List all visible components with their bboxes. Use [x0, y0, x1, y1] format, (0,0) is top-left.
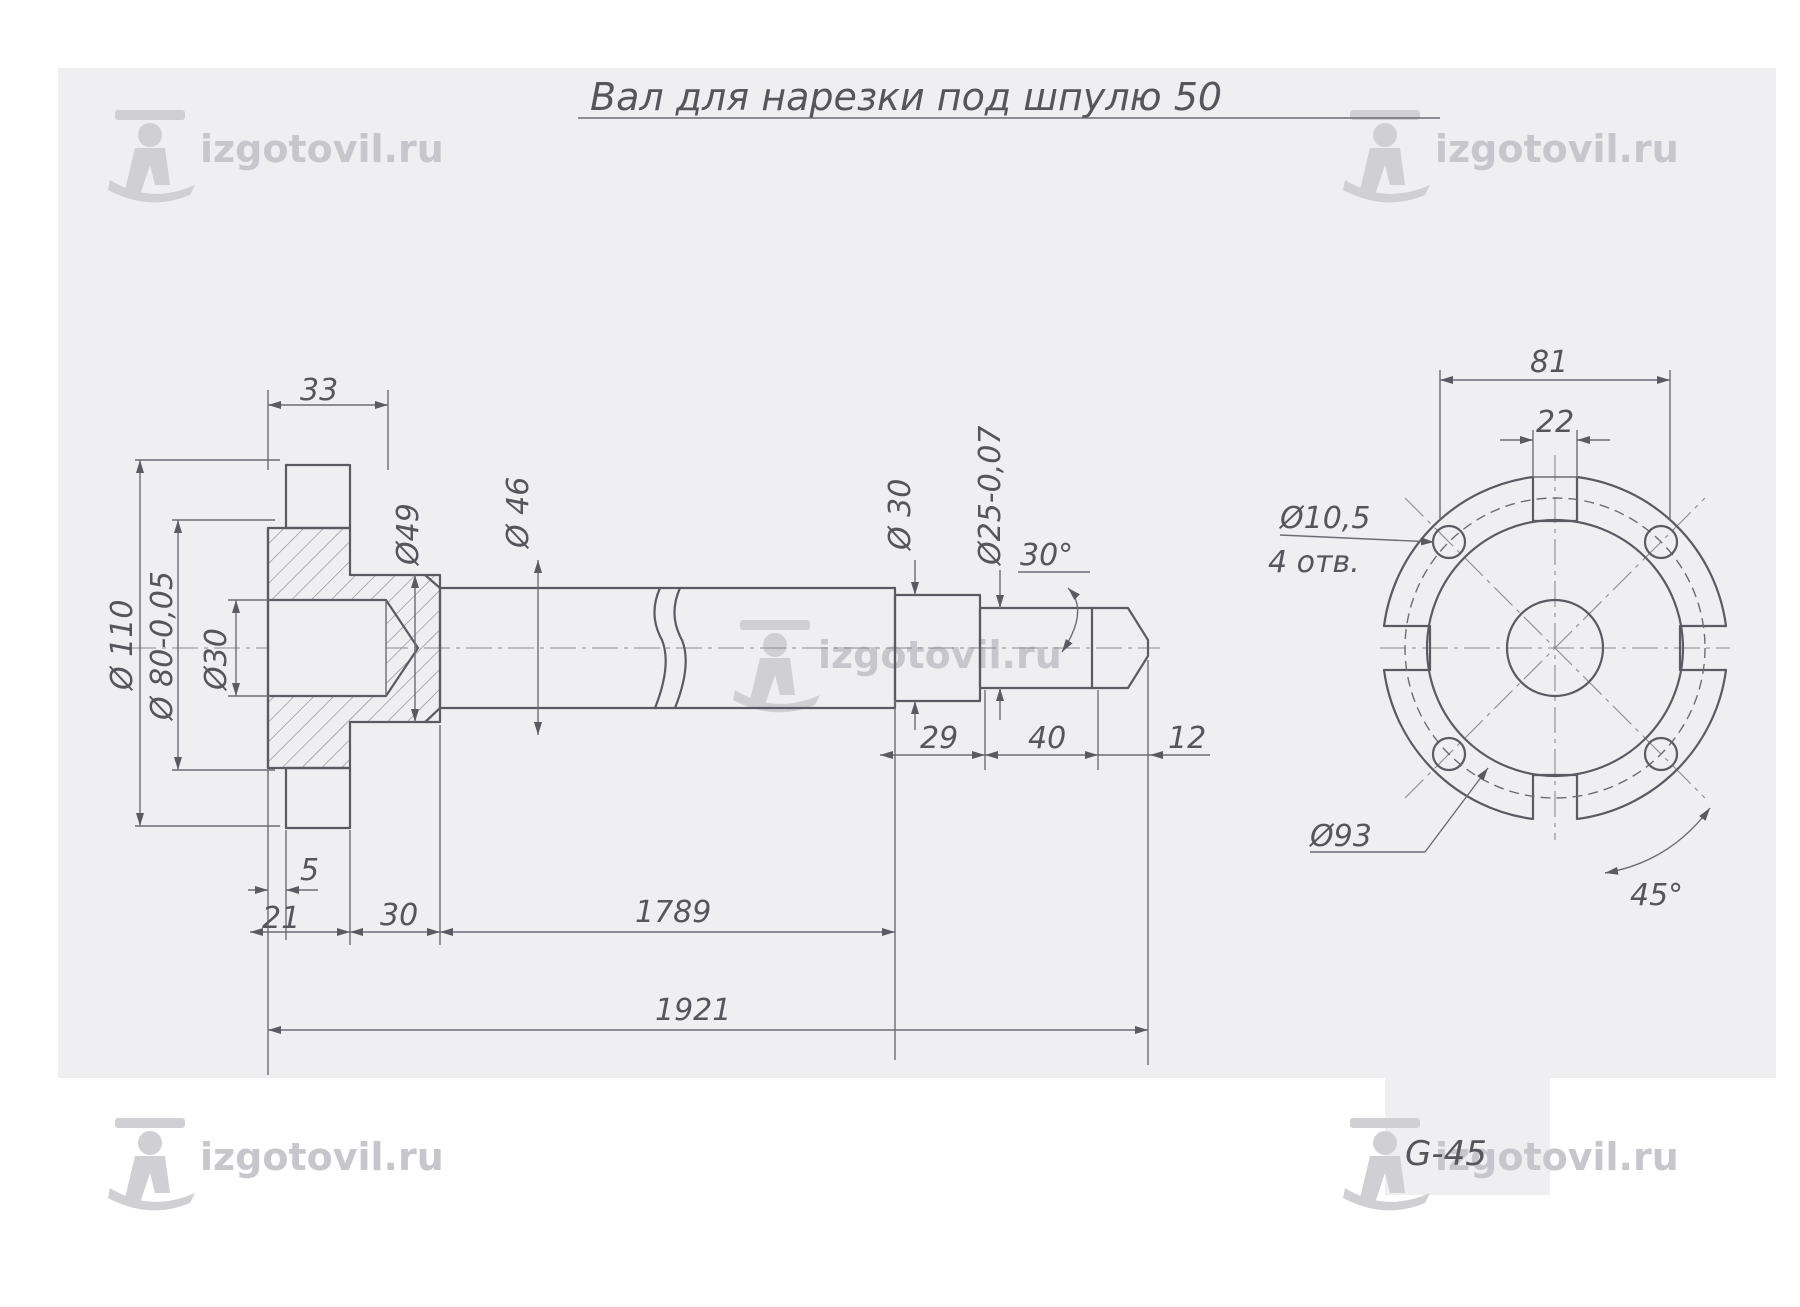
cone-tip: [1090, 606, 1150, 690]
shaft-side-view: Ø 110 Ø 80-0,05 Ø30 Ø49 Ø 46 Ø 30 Ø25-0,…: [105, 373, 1210, 1075]
worker-logo-icon: [1343, 110, 1430, 203]
watermark-bottom-right: izgotovil.ru: [1343, 1118, 1679, 1211]
dim-5: 5: [300, 853, 319, 888]
watermark-text: izgotovil.ru: [200, 1135, 444, 1179]
d93-leader: [1424, 767, 1489, 853]
dim-d110: Ø 110: [105, 600, 140, 692]
break-line-right: [673, 586, 687, 710]
hole-leader: [1279, 534, 1435, 546]
dim-81: 81: [1530, 345, 1568, 380]
dim-d49: Ø49: [391, 503, 426, 567]
dim-33: 33: [300, 373, 338, 408]
angle45-arc: [1604, 807, 1711, 875]
dim-30: 30: [380, 898, 418, 933]
flange-end-view: 81 22 Ø10,5 4 отв. Ø93 45°: [1268, 345, 1730, 913]
flange-outer-contour: [1382, 475, 1728, 821]
drawing-sheet-tab: [1385, 1070, 1550, 1195]
end-view-diag-centerline: [1404, 497, 1706, 799]
dim-hole: Ø10,5: [1278, 501, 1370, 536]
worker-logo-icon: [108, 1118, 195, 1211]
bolt-hole: [1643, 524, 1679, 560]
drawing-title: Вал для нарезки под шпулю 50: [590, 75, 1222, 119]
dim-12: 12: [1168, 721, 1206, 756]
bolt-hole: [1643, 736, 1679, 772]
flange-lug-bottom: [284, 766, 352, 830]
dim-angle45: 45°: [1630, 878, 1683, 913]
watermark-text: izgotovil.ru: [818, 633, 1062, 677]
shoulder-chamfer: [423, 573, 442, 724]
flange-circle-d80: [1425, 518, 1685, 778]
dim-d93: Ø93: [1308, 819, 1372, 854]
bore-cutout: [268, 600, 386, 696]
dim-40: 40: [1028, 721, 1066, 756]
dim-holes-count: 4 отв.: [1268, 545, 1360, 580]
dim-21: 21: [262, 901, 300, 936]
dim-1789: 1789: [635, 895, 711, 930]
watermark-text: izgotovil.ru: [200, 127, 444, 171]
dim-angle30: 30°: [1020, 538, 1073, 573]
flange-lug-top: [284, 463, 352, 530]
dim-22: 22: [1536, 405, 1574, 440]
watermark-text: izgotovil.ru: [1435, 1135, 1679, 1179]
angle30-arc: [1061, 587, 1081, 653]
worker-logo-icon: [1343, 1118, 1430, 1211]
watermark-top-right: izgotovil.ru: [1343, 110, 1679, 203]
watermark-top-left: izgotovil.ru: [108, 110, 444, 203]
dim-d30-bore: Ø30: [199, 628, 234, 692]
bolt-circle-d93: [1404, 497, 1706, 799]
step-d25: [978, 606, 1094, 690]
worker-logo-icon: [108, 110, 195, 203]
drawing-stamp: G-45: [1405, 1134, 1487, 1174]
worker-logo-icon: [733, 620, 820, 713]
break-line-left: [653, 586, 667, 710]
bolt-hole: [1431, 736, 1467, 772]
watermark-center: izgotovil.ru: [733, 620, 1062, 713]
dim-d80: Ø 80-0,05: [145, 571, 180, 722]
dim-1921: 1921: [655, 993, 731, 1028]
dim-d25: Ø25-0,07: [973, 426, 1008, 567]
dim-d30-step: Ø 30: [883, 479, 918, 552]
watermark-bottom-left: izgotovil.ru: [108, 1118, 444, 1211]
hub-circle: [1505, 598, 1605, 698]
watermark-text: izgotovil.ru: [1435, 127, 1679, 171]
dim-d46: Ø 46: [501, 477, 536, 550]
dim-29: 29: [920, 721, 958, 756]
